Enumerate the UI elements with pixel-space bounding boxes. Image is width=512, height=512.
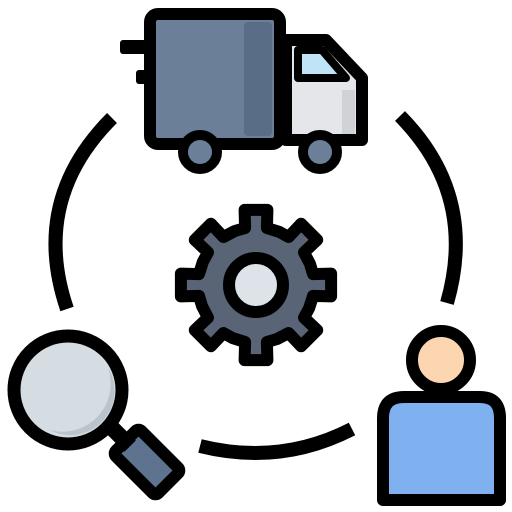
person-head	[406, 325, 476, 395]
cycle-arc-bottom	[198, 422, 356, 460]
magnifier-icon	[7, 329, 186, 501]
delivery-truck-icon	[120, 8, 368, 174]
person-body	[377, 391, 506, 506]
truck-cargo-shade	[244, 22, 272, 136]
cycle-arc-left	[48, 113, 117, 312]
truck-wheel-front	[298, 130, 342, 174]
cycle-ring	[48, 111, 463, 460]
person-icon	[377, 325, 506, 506]
gear-center	[223, 252, 289, 318]
magnifier-lens	[7, 329, 129, 451]
cycle-arc-right	[395, 111, 463, 305]
truck-window	[294, 46, 350, 82]
magnifier-lens-shade	[50, 368, 115, 436]
gear-icon	[174, 203, 338, 367]
truck-wheel-rear	[178, 130, 222, 174]
truck-cab-shade	[342, 90, 355, 134]
